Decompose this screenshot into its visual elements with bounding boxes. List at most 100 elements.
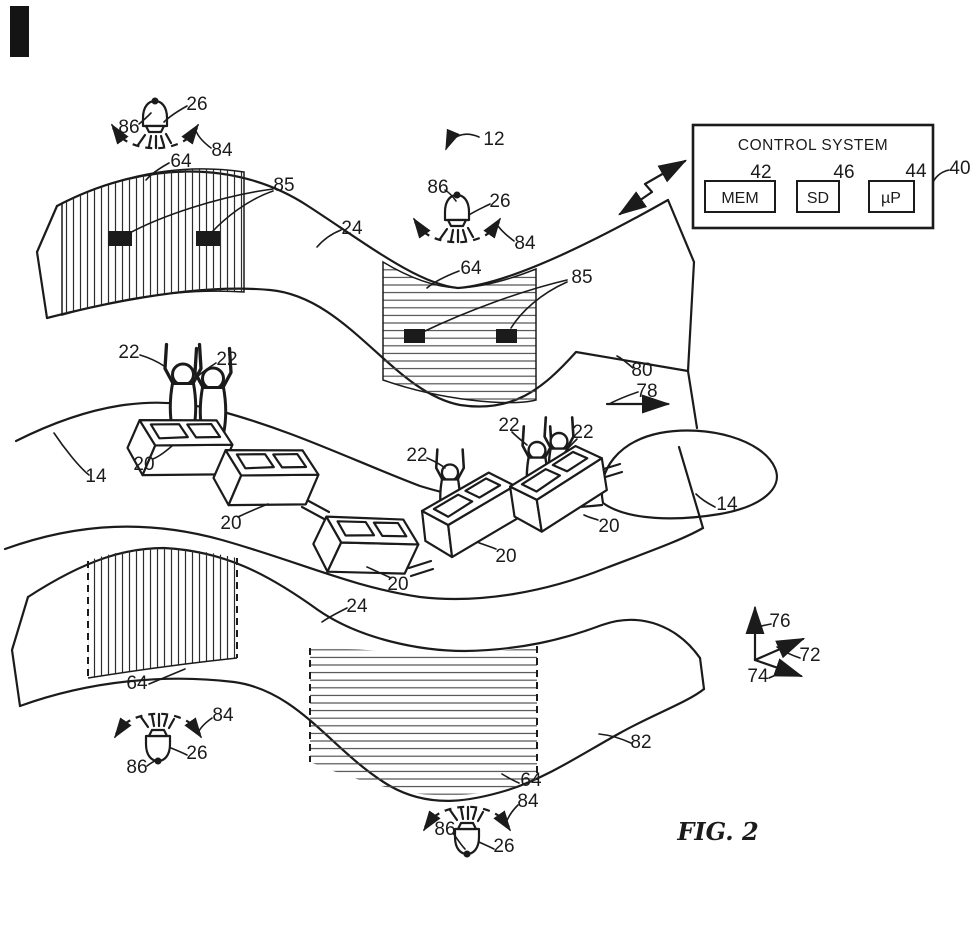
ref-14-track-right: 14 xyxy=(716,494,738,515)
ref-26-projector-bottom: 26 xyxy=(493,836,514,857)
projector-bottom xyxy=(423,805,511,858)
ref-85-markers-middle: 85 xyxy=(571,267,592,288)
axis-se-arrow xyxy=(753,658,804,678)
ride-vehicle-4 xyxy=(420,471,520,559)
light-rays-icon xyxy=(448,805,485,823)
ref-12-system: 12 xyxy=(483,129,504,150)
ref-22-rider-1: 22 xyxy=(118,342,139,363)
ref-64-screen-bottom-left: 64 xyxy=(126,673,148,694)
projection-screen-bottom-left xyxy=(87,548,238,679)
ref-22-rider-4: 22 xyxy=(498,415,519,436)
projector-bottom-left xyxy=(114,712,202,765)
track-bottom-edge xyxy=(3,525,705,601)
ref-20-vehicle-4: 20 xyxy=(495,546,516,567)
screen-hatch-area xyxy=(88,548,237,678)
upper-wall-bottom-edge xyxy=(45,287,690,408)
scan-artifact xyxy=(10,6,29,57)
light-rays-icon xyxy=(139,712,176,730)
projector-top-left xyxy=(111,97,199,150)
bulb-icon xyxy=(144,734,172,763)
ref-84-top-left: 84 xyxy=(211,140,233,161)
ref-20-vehicle-3: 20 xyxy=(387,574,408,595)
ref-86-bottom: 86 xyxy=(434,819,455,840)
screen-hatch-area xyxy=(310,646,537,796)
ref-40-control-system: 40 xyxy=(949,158,970,179)
light-rays-icon xyxy=(136,132,173,150)
ref-86-top-middle: 86 xyxy=(427,177,448,198)
projection-screen-bottom xyxy=(309,646,538,796)
ref-22-rider-5: 22 xyxy=(572,422,593,443)
control-system-title: CONTROL SYSTEM xyxy=(738,137,888,154)
rider xyxy=(163,342,203,432)
lower-wall-right-edge xyxy=(698,656,706,691)
ref-20-vehicle-1: 20 xyxy=(133,454,154,475)
ride-vehicle-2 xyxy=(212,449,320,507)
bulb-icon xyxy=(443,193,471,222)
ref-72-axis: 72 xyxy=(799,645,820,666)
projection-screen-top-left xyxy=(61,168,245,316)
tunnel-outline xyxy=(600,429,778,520)
ref-42-mem: 42 xyxy=(750,162,771,183)
ride-vehicles xyxy=(126,419,608,575)
mem-box xyxy=(704,180,776,213)
marker-85 xyxy=(496,329,517,343)
ref-26-projector-bottom-left: 26 xyxy=(186,743,207,764)
ref-86-top-left: 86 xyxy=(118,117,139,138)
control-link-lightning-arrow xyxy=(618,159,688,216)
ref-82-lower-wall: 82 xyxy=(630,732,651,753)
bulb-pivot xyxy=(154,757,162,765)
mem-label: MEM xyxy=(721,190,758,207)
ref-20-vehicle-5: 20 xyxy=(598,516,619,537)
arrows xyxy=(445,128,688,414)
ref-80-wall-edge: 80 xyxy=(631,360,652,381)
projector-top-middle xyxy=(413,191,501,244)
tunnel-entrance-edge xyxy=(677,445,705,530)
ref-26-projector-top-left: 26 xyxy=(186,94,207,115)
bulb-pivot xyxy=(151,97,159,105)
ref-74-axis: 74 xyxy=(747,666,769,687)
ride-vehicle-5 xyxy=(509,444,608,533)
ride-vehicle-3 xyxy=(312,515,420,575)
bulb-pivot xyxy=(453,191,461,199)
screen-bottom-edge xyxy=(87,657,238,679)
marker-85 xyxy=(196,231,220,246)
ref-64-screen-bottom: 64 xyxy=(520,770,542,791)
ref-76-axis-vertical: 76 xyxy=(769,611,790,632)
ref-22-rider-3: 22 xyxy=(406,445,427,466)
system-pointer-arrow xyxy=(445,128,480,151)
lower-wall-bottom-edge xyxy=(18,677,706,802)
projection-screen-middle xyxy=(382,260,537,404)
ref-20-vehicle-2: 20 xyxy=(220,513,241,534)
ref-84-bottom-left: 84 xyxy=(212,705,234,726)
screen-hatch-area xyxy=(382,260,537,404)
ref-84-bottom: 84 xyxy=(517,791,539,812)
ref-64-screen-top-left: 64 xyxy=(170,151,192,172)
ref-22-rider-2: 22 xyxy=(216,349,237,370)
track-tunnel xyxy=(600,429,778,530)
up-label: µP xyxy=(881,190,901,207)
ref-14-track-left: 14 xyxy=(85,466,107,487)
figure-caption: FIG. 2 xyxy=(676,817,758,846)
ref-85-markers-top-left: 85 xyxy=(273,175,294,196)
upper-wall-right-edge xyxy=(666,198,699,430)
ref-64-screen-middle: 64 xyxy=(460,258,482,279)
lower-wall-left-edge xyxy=(10,595,30,708)
ref-86-bottom-left: 86 xyxy=(126,757,147,778)
ref-26-projector-top-middle: 26 xyxy=(489,191,510,212)
sd-box xyxy=(796,180,840,213)
sd-label: SD xyxy=(807,190,829,207)
light-rays-icon xyxy=(438,226,475,244)
control-system-block: CONTROL SYSTEM MEM SD µP xyxy=(691,123,935,230)
ref-78-direction: 78 xyxy=(636,381,657,402)
bulb-pivot xyxy=(463,850,471,858)
axis-ne-arrow xyxy=(753,637,806,662)
marker-85 xyxy=(404,329,425,343)
coordinate-axes xyxy=(745,605,806,678)
ref-44-up: 44 xyxy=(905,161,927,182)
ref-24-upper-wall: 24 xyxy=(341,218,363,239)
ref-24-lower-wall: 24 xyxy=(346,596,368,617)
ref-84-top-middle: 84 xyxy=(514,233,536,254)
up-box xyxy=(868,180,915,213)
